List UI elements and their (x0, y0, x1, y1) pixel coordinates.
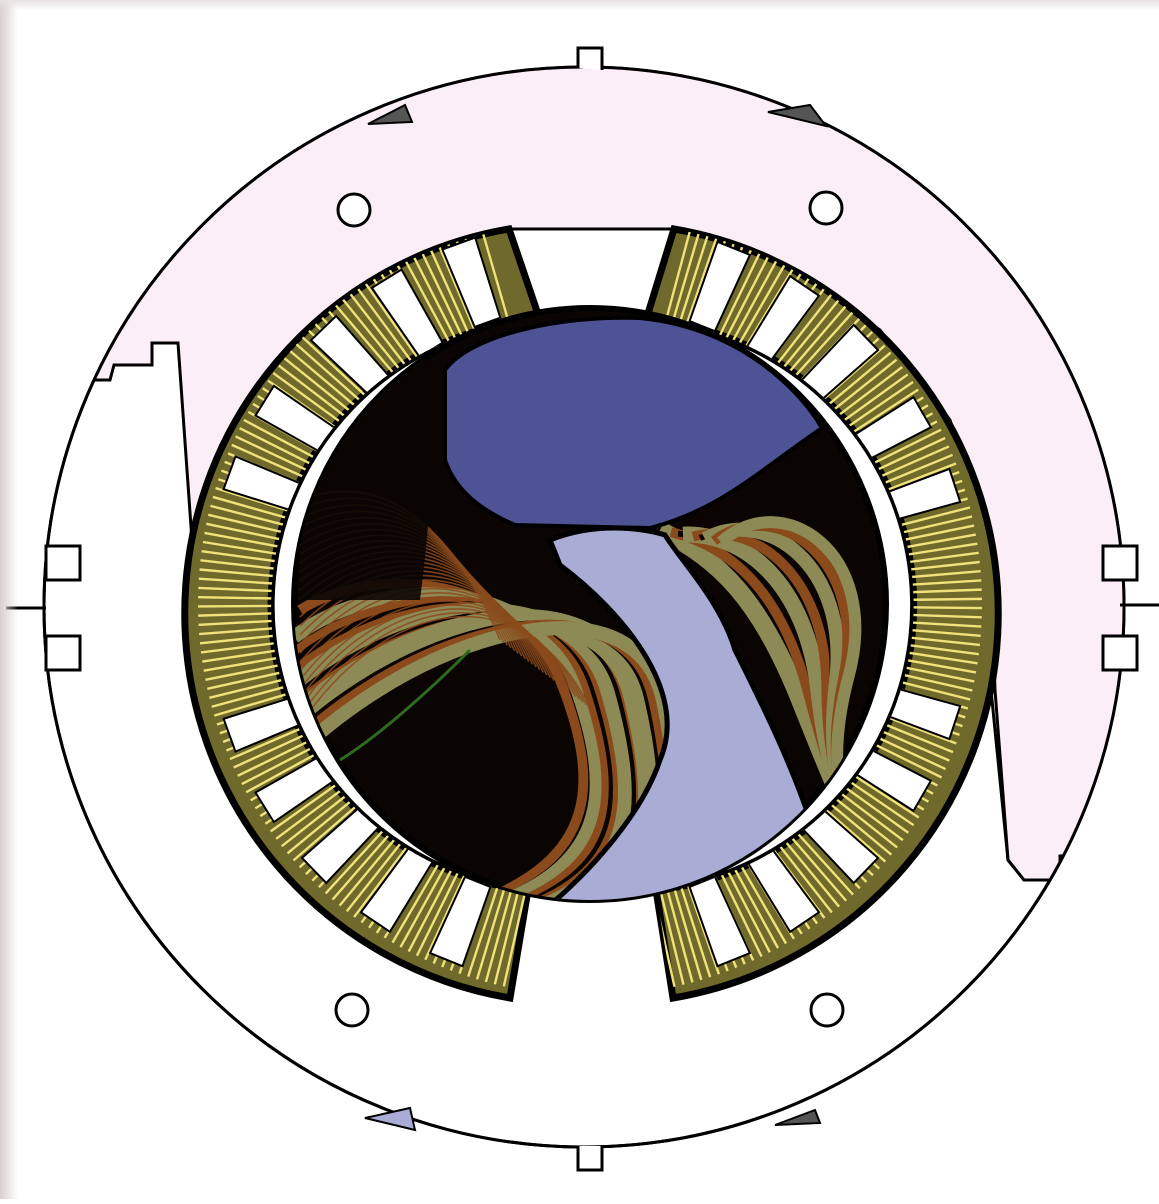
stator-right-block (641, 225, 1002, 1003)
cable-strand (299, 592, 570, 692)
stator-lamination (678, 881, 712, 978)
rotor-bore (291, 305, 889, 903)
stator-lamination (734, 856, 788, 945)
stator-slot-opening (688, 875, 752, 968)
tab-bottom-right (774, 1108, 822, 1126)
bore-lobe (443, 315, 825, 531)
cable-strand (299, 579, 559, 684)
stator-lamination (403, 258, 453, 348)
stator-left-block (181, 225, 545, 1003)
notch-right-lower (1101, 634, 1139, 672)
stator-slot-opening (441, 236, 502, 329)
stator-lamination (716, 866, 763, 958)
stator-lamination (415, 865, 463, 957)
cable-band (294, 600, 615, 900)
stator-lamination (484, 885, 514, 983)
hole-bottom-left (334, 992, 370, 1028)
tab-bottom-left (364, 1106, 417, 1132)
stator-lamination (324, 818, 394, 895)
stator-lamination (716, 250, 762, 342)
stator-lamination (728, 258, 779, 348)
stator-lamination (364, 282, 424, 366)
edge-tabs (364, 103, 829, 1132)
hole-bottom-right (809, 992, 845, 1028)
tab-top-right (767, 103, 829, 128)
stator-lamination (665, 885, 694, 983)
stator-lamination (664, 229, 693, 323)
cable-strand (299, 596, 573, 695)
notch-left-upper (44, 544, 82, 582)
stator-lamination (768, 294, 833, 375)
stator-lamination (391, 855, 444, 944)
stator-lamination (345, 832, 410, 913)
stator-lamination (475, 883, 507, 980)
stator-lamination (502, 888, 527, 987)
stator-lamination (722, 254, 770, 345)
stator-lamination (493, 886, 521, 985)
stator-lamination (671, 229, 702, 325)
stator-lamination (728, 859, 780, 949)
mounting-holes (334, 190, 845, 1028)
side-notches (44, 544, 1139, 672)
stator-lamination (740, 268, 795, 355)
top-pin (576, 46, 604, 70)
stator-lamination (684, 233, 720, 329)
stator-lamination (684, 879, 721, 975)
stator-lamination (428, 245, 472, 339)
stator-lamination (353, 836, 416, 918)
stator-lamination (349, 293, 413, 374)
stator-lamination (356, 287, 418, 370)
stator-lamination (335, 304, 402, 383)
bottom-pin (576, 1146, 604, 1172)
stator-lamination (722, 862, 771, 953)
green-trace (339, 648, 472, 762)
hole-top-left (336, 192, 372, 228)
stator-lamination (436, 242, 478, 336)
tab-top-left (367, 103, 414, 125)
notch-left-lower (44, 634, 82, 672)
stator-lamination (331, 823, 400, 901)
stator-lamination (480, 229, 511, 324)
stator-slot-opening (688, 240, 752, 333)
stator-slot-opening (428, 875, 492, 968)
stator-lamination (301, 336, 377, 407)
stator-lamination (774, 299, 840, 379)
stator-lamination (734, 263, 787, 352)
cable-strand (299, 583, 562, 687)
cable-strand (299, 615, 591, 726)
yoke-lower-edge (988, 679, 1060, 882)
cable-bands (294, 330, 886, 900)
stator-lamination (342, 298, 407, 378)
stator-lamination (467, 881, 501, 977)
stator-lamination (671, 883, 703, 981)
stator-lamination (407, 862, 457, 953)
stator-lamination (338, 827, 405, 907)
stator-lamination (424, 868, 469, 961)
hole-top-right (808, 190, 844, 226)
stator-lamination (411, 253, 459, 345)
cable-band (294, 596, 610, 900)
stator-lamination (677, 230, 711, 327)
cable-strand (299, 587, 566, 689)
stator-lamination (658, 887, 685, 985)
stator-lamination (779, 305, 847, 384)
stator-lamination (399, 859, 450, 948)
stator-lamination (419, 249, 466, 342)
notch-right-upper (1101, 544, 1139, 582)
